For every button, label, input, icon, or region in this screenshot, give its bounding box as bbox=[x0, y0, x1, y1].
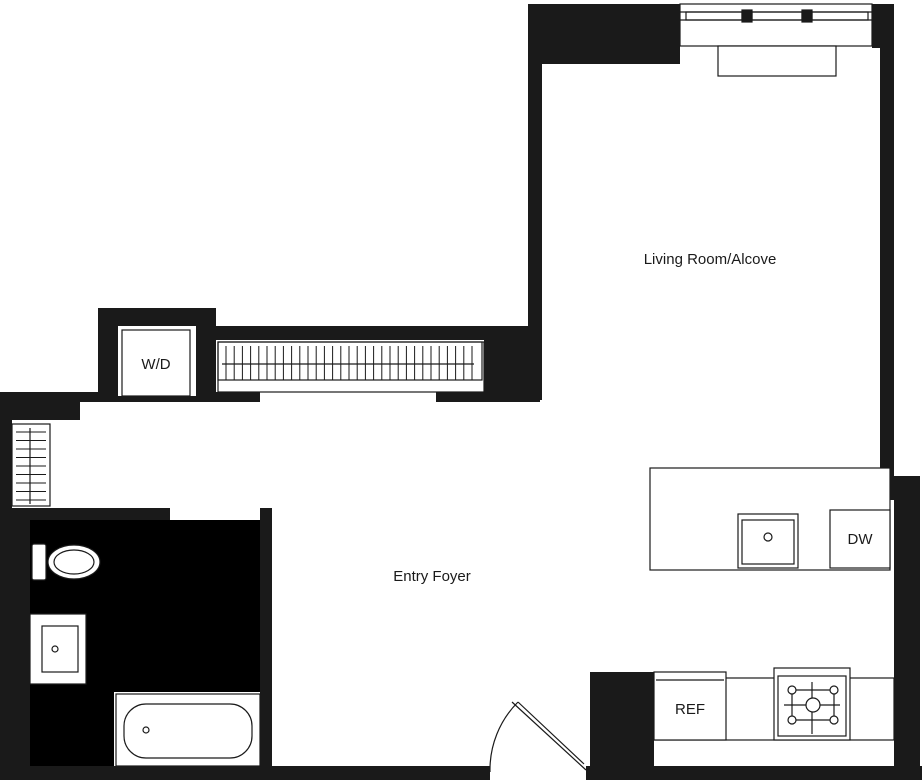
wall-wd-top bbox=[98, 308, 216, 326]
walls bbox=[0, 4, 922, 780]
bathtub bbox=[115, 693, 261, 767]
wall-bath-left bbox=[0, 508, 30, 780]
refrigerator bbox=[653, 671, 727, 741]
window bbox=[679, 3, 873, 77]
wall-bottom-right bbox=[586, 766, 922, 780]
wall-bath-top bbox=[12, 508, 170, 520]
bathroom-tub-wall bbox=[30, 692, 114, 766]
wall-right-lower bbox=[894, 476, 920, 780]
washer-dryer-label: W/D bbox=[141, 356, 170, 373]
entry-door bbox=[489, 701, 587, 773]
toilet bbox=[31, 543, 101, 581]
entry-foyer-label: Entry Foyer bbox=[393, 568, 471, 585]
dishwasher bbox=[829, 509, 891, 569]
wall-wd-left bbox=[98, 308, 118, 402]
wall-wd-bottom bbox=[98, 396, 216, 402]
dishwasher-label: DW bbox=[848, 531, 874, 548]
wall-left-corner bbox=[0, 392, 80, 420]
stove bbox=[773, 667, 851, 741]
closet-left bbox=[11, 423, 51, 507]
wall-bath-right bbox=[260, 508, 272, 780]
closet-hangers bbox=[225, 346, 473, 380]
refrigerator-label: REF bbox=[675, 701, 705, 718]
wall-living-left bbox=[528, 4, 542, 340]
living-room-label: Living Room/Alcove bbox=[644, 251, 777, 268]
wall-closet-top bbox=[196, 326, 542, 340]
wall-kitchen-block bbox=[590, 672, 654, 780]
wall-closet-stub-left bbox=[196, 392, 260, 402]
bathroom-sink bbox=[29, 613, 87, 685]
closet-left-hangers bbox=[16, 431, 46, 501]
wall-right-upper bbox=[880, 4, 894, 500]
wall-closet-jamb-left bbox=[196, 326, 216, 400]
wall-closet-stub-right bbox=[436, 392, 540, 402]
wall-top-left bbox=[528, 4, 680, 64]
washer-dryer bbox=[118, 326, 196, 397]
closet-main bbox=[217, 341, 485, 393]
wall-bottom-left bbox=[0, 766, 490, 780]
